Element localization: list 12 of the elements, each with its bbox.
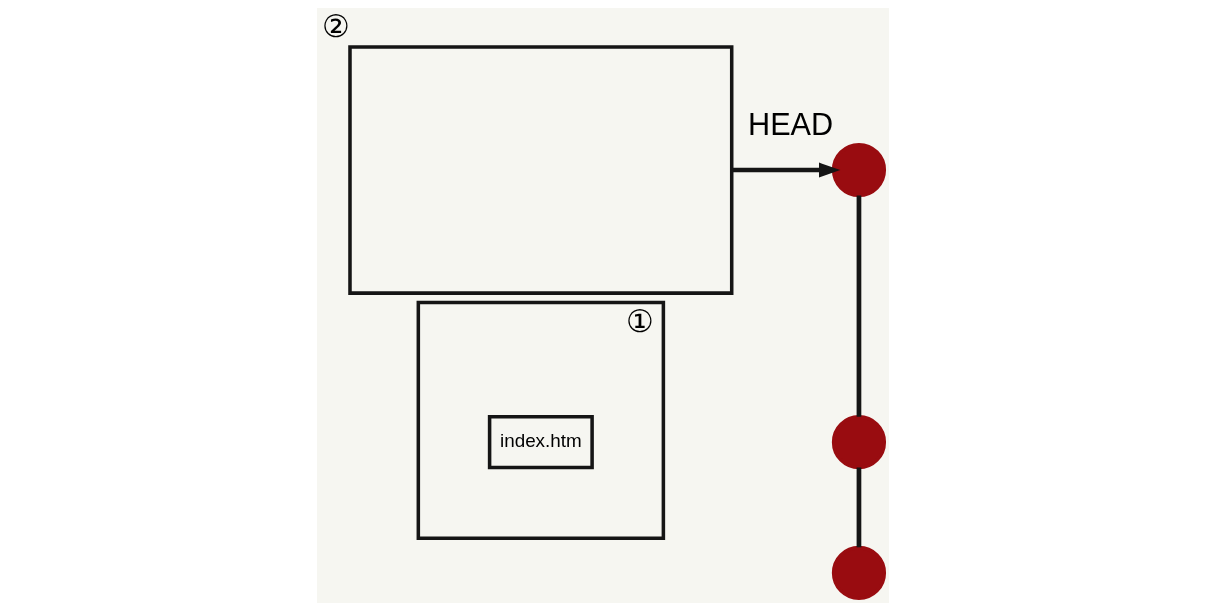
arrow: [731, 162, 840, 178]
connector: [856, 467, 861, 548]
node-box: index.htm: [487, 415, 594, 470]
node-label: ①: [625, 303, 654, 338]
node-label: ②: [321, 9, 350, 44]
node-label: HEAD: [747, 107, 833, 142]
connector: [856, 195, 861, 417]
node-circle: [831, 142, 886, 198]
node-circle: [831, 545, 886, 601]
node-circle: [831, 415, 886, 470]
cluster: [416, 300, 665, 540]
node-box: [347, 45, 733, 295]
